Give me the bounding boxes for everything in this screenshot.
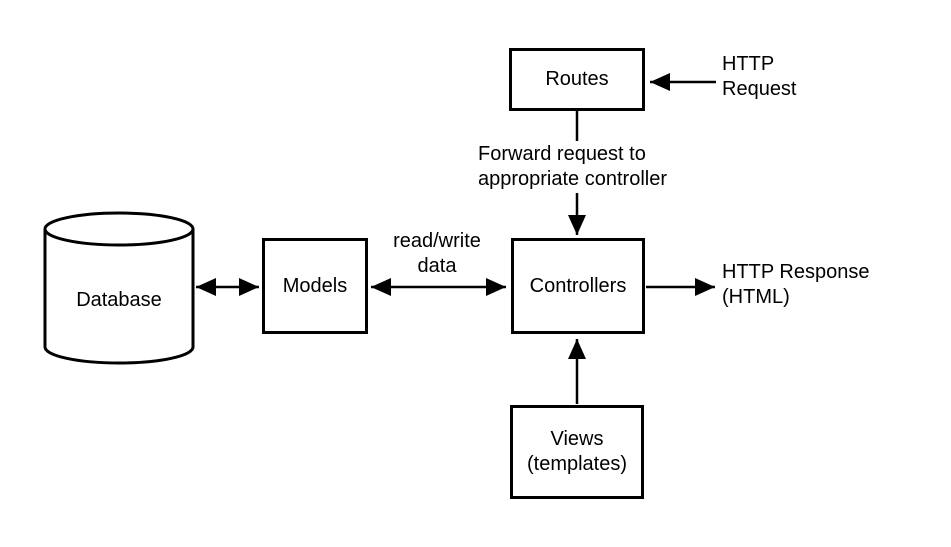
routes-label: Routes <box>545 68 609 90</box>
controllers-label: Controllers <box>529 274 627 297</box>
http-response-label: HTTP Response (HTML) <box>722 260 869 310</box>
http-request-line2: Request <box>722 78 797 100</box>
views-node: Views (templates) <box>510 405 644 499</box>
views-label-line2: (templates) <box>526 453 628 475</box>
models-node: Models <box>262 238 368 334</box>
routes-node: Routes <box>509 48 645 111</box>
forward-request-label: Forward request to appropriate controlle… <box>476 141 669 193</box>
http-request-line1: HTTP <box>722 53 775 75</box>
http-response-line2: (HTML) <box>722 286 790 308</box>
forward-request-line1: Forward request to <box>478 143 646 165</box>
views-label-line1: Views <box>550 428 604 450</box>
database-cylinder-body <box>43 229 195 365</box>
database-label: Database <box>76 289 162 311</box>
controllers-node: Controllers <box>511 238 645 334</box>
read-write-data-label: read/write data <box>385 229 489 279</box>
http-response-line1: HTTP Response <box>722 261 870 283</box>
models-label: Models <box>282 274 348 297</box>
http-request-label: HTTP Request <box>722 52 797 102</box>
read-write-line2: data <box>417 255 457 277</box>
forward-request-line2: appropriate controller <box>478 168 667 190</box>
views-label: Views (templates) <box>527 427 627 477</box>
database-cylinder-top <box>43 211 195 247</box>
read-write-line1: read/write <box>393 230 481 252</box>
